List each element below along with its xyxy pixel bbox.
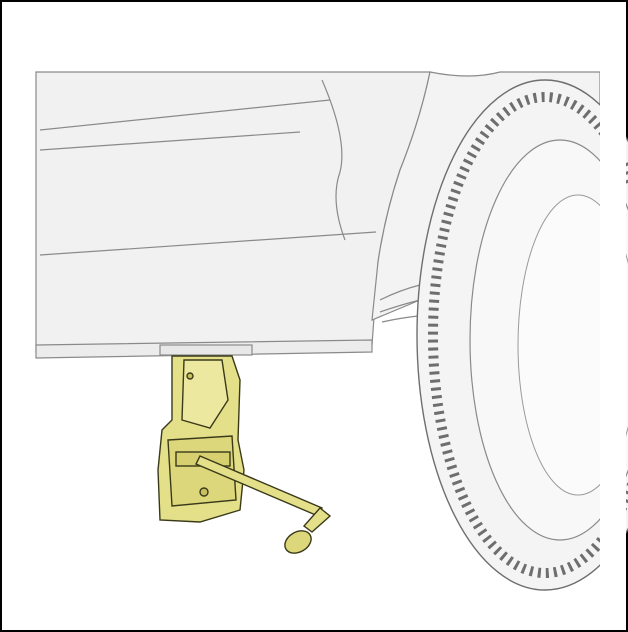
sill-line [39,231,377,256]
handle-crank [302,507,332,533]
jack-handle [195,455,332,554]
jack-bolt [199,487,209,497]
scissor-jack [157,355,245,523]
arch-liner [379,284,421,323]
car-body [35,71,431,359]
door-seam [321,79,346,241]
door-panel [35,71,431,353]
jack-pivot [186,372,194,380]
door-crease-upper [39,99,331,131]
door-crease-lower [39,131,301,151]
jack-point-pad [159,344,253,356]
handle-grip [284,530,312,554]
